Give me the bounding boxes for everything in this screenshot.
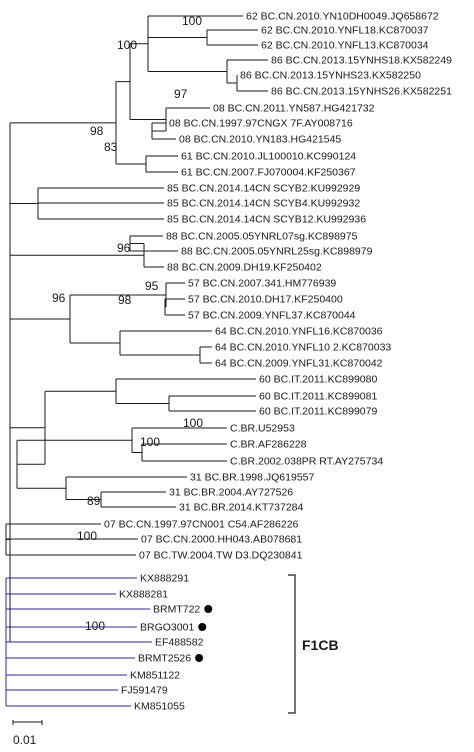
scale-bar-line — [12, 720, 43, 725]
leaf-label: 86 BC.CN.2013.15YNHS26.KX582251 — [271, 86, 452, 98]
leaf-label: 08 BC.CN.2010.YN183.HG421545 — [179, 134, 341, 146]
leaf-label: 64 BC.CN.2010.YNFL10 2.KC870033 — [215, 342, 391, 354]
leaf-label: 85 BC.CN.2014.14CN SCYB2.KU992929 — [167, 183, 360, 195]
bootstrap-value: 100 — [140, 435, 160, 449]
leaf-label: 07 BC.CN.1997.97CN001 C54.AF286226 — [104, 519, 299, 531]
leaf-label: 31 BC.BR.2014.KT737284 — [179, 502, 303, 514]
bootstrap-value: 96 — [52, 291, 66, 305]
leaf-label: 57 BC.CN.2009.YNFL37.KC870044 — [188, 310, 356, 322]
bootstrap-value: 98 — [118, 293, 132, 307]
bootstrap-value: 89 — [87, 494, 101, 508]
leaf-label: 85 BC.CN.2014.14CN SCYB4.KU992932 — [167, 198, 360, 210]
scale-bar: 0.01 — [12, 720, 43, 747]
leaf-label: KM851122 — [130, 670, 180, 682]
leaf-label: 88 BC.CN.2005.05YNRL25sg.KC898979 — [181, 246, 373, 258]
leaf-label: 62 BC.CN.2010.YNFL18.KC870037 — [261, 25, 429, 37]
leaf-label: 62 BC.CN.2010.YNFL13.KC870034 — [261, 40, 429, 52]
leaf-label: 64 BC.CN.2010.YNFL16.KC870036 — [215, 326, 383, 338]
bootstrap-value: 83 — [104, 140, 118, 154]
sample-marker-dot — [198, 623, 207, 631]
leaf-label: KX888281 — [119, 589, 168, 601]
leaf-label: 61 BC.CN.2010.JL100010.KC990124 — [181, 151, 356, 163]
bootstrap-value: 97 — [174, 87, 188, 101]
leaf-label: 31 BC.BR.1998.JQ619557 — [190, 472, 314, 484]
leaf-label: C.BR.AF286228 — [230, 439, 307, 451]
leaf-label: 08 BC.CN.2011.YN587.HG421732 — [213, 103, 375, 115]
leaf-label: EF488582 — [155, 637, 204, 649]
leaf-label: 08 BC.CN.1997.97CNGX 7F.AY008716 — [169, 118, 353, 130]
leaf-label: C.BR.U52953 — [230, 423, 295, 435]
sample-markers — [195, 605, 213, 662]
leaf-label: 64 BC.CN.2009.YNFL31.KC870042 — [215, 358, 383, 370]
bootstrap-value: 100 — [182, 14, 202, 28]
leaf-label: 86 BC.CN.2013.15YNHS18.KX582249 — [271, 55, 452, 67]
leaf-label: 61 BC.CN.2007.FJ070004.KF250367 — [181, 167, 356, 179]
leaf-label: 60 BC.IT.2011.KC899079 — [259, 406, 377, 418]
leaf-label: 85 BC.CN.2014.14CN SCYB12.KU992936 — [167, 214, 366, 226]
leaf-label: KX888291 — [140, 573, 189, 585]
sample-marker-dot — [204, 605, 213, 613]
leaf-label: BRGO3001 — [140, 622, 194, 634]
leaf-label: 07 BC.TW.2004.TW D3.DQ230841 — [139, 550, 303, 562]
sample-marker-dot — [195, 654, 204, 662]
leaf-label: 60 BC.IT.2011.KC899080 — [259, 374, 377, 386]
leaf-label: 88 BC.CN.2009.DH19.KF250402 — [167, 262, 322, 274]
leaf-label: 57 BC.CN.2007.341.HM776939 — [188, 278, 336, 290]
clade-bracket-line — [288, 574, 296, 714]
leaf-label: KM851055 — [134, 701, 185, 713]
bootstrap-value: 95 — [145, 279, 159, 293]
tree-branches — [5, 15, 268, 707]
scale-bar-label: 0.01 — [13, 733, 37, 747]
bootstrap-value: 98 — [90, 124, 104, 138]
leaf-label: BRMT722 — [153, 604, 200, 616]
bootstrap-value: 100 — [183, 416, 203, 430]
leaf-label: 86 BC.CN.2013.15YNHS23.KX582250 — [240, 70, 421, 82]
leaf-label: 31 BC.BR.2004.AY727526 — [169, 487, 293, 499]
bootstrap-value: 100 — [85, 619, 105, 633]
leaf-label: 57 BC.CN.2010.DH17.KF250400 — [188, 294, 343, 306]
clade-label: F1CB — [302, 637, 339, 653]
bootstrap-value: 100 — [117, 38, 137, 52]
leaf-label: C.BR.2002.038PR RT.AY275734 — [230, 456, 383, 468]
bootstrap-value: 100 — [77, 529, 97, 543]
clade-bracket: F1CB — [288, 574, 339, 714]
leaf-label: 07 BC.CN.2000.HH043.AB078681 — [141, 534, 302, 546]
leaf-label: FJ591479 — [121, 685, 168, 697]
leaf-labels: 62 BC.CN.2010.YN10DH0049.JQ658672 62 BC.C… — [104, 11, 452, 713]
leaf-label: 62 BC.CN.2010.YN10DH0049.JQ658672 — [246, 11, 439, 23]
leaf-label: 88 BC.CN.2005.05YNRL07sg.KC898975 — [166, 231, 358, 243]
bootstrap-value: 96 — [117, 241, 131, 255]
leaf-label: 60 BC.IT.2011.KC899081 — [259, 391, 377, 403]
leaf-label: BRMT2526 — [138, 653, 191, 665]
